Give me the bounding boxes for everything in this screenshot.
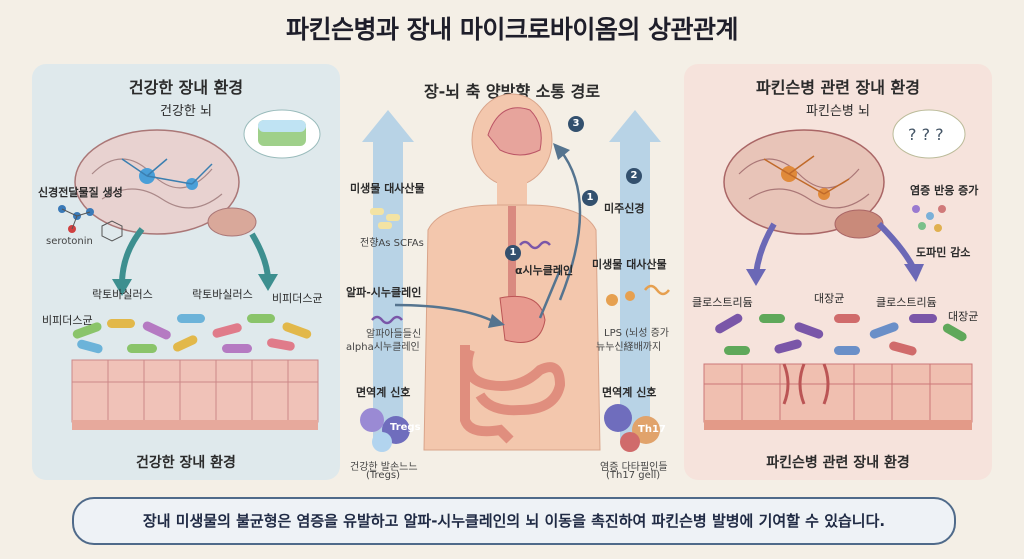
healthy-gut-panel: 건강한 장내 환경 건강한 뇌 (32, 64, 340, 480)
summary-text: 장내 미생물의 불균형은 염증을 유발하고 알파-시누클레인의 뇌 이동을 촉진… (142, 512, 886, 530)
serotonin-label: serotonin (46, 236, 93, 247)
tregs-cell-label: Tregs (390, 422, 421, 433)
stomach-icon (499, 295, 546, 343)
step-1-badge: 1 (505, 245, 521, 261)
confused-cloud-icon (892, 109, 966, 159)
healthy-brain-icon (74, 129, 240, 235)
lps-label-2: 뉴누신経배까지 (596, 342, 662, 353)
alpha-sub-label-2: alpha시누클레인 (346, 342, 420, 353)
bacteria-label-3: 락토바실러스 (192, 288, 253, 301)
bacteria-label-4: 비피더스균 (272, 292, 323, 305)
healthy-panel-illustration (58, 109, 321, 430)
bacteria-label-2: 비피더스균 (42, 314, 93, 327)
pd-bacteria-label-3: 클로스트리듐 (876, 296, 937, 309)
th17-cell-label: Th17 (638, 424, 666, 435)
metabolites-label: 미생물 대사산물 (350, 182, 425, 195)
tregs-sub-1: 건강한 발손느느 (350, 462, 418, 473)
bacteria-label-1: 락토바실러스 (92, 288, 153, 301)
inflammation-label: 염증 반응 증가 (910, 184, 979, 197)
step-3-badge: 3 (568, 116, 584, 132)
parkinsons-panel-title: 파킨슨병 관련 장내 환경 (756, 78, 920, 97)
pd-bacteria-label-2: 대장균 (814, 292, 845, 305)
neurotransmitter-label: 신경전달물질 생성 (38, 186, 123, 199)
dopamine-label: 도파민 감소 (916, 246, 971, 259)
lps-label-1: LPS (뇌성 증가 (604, 328, 670, 339)
metabolites-right-label: 미생물 대사산물 (592, 258, 667, 271)
vagus-nerve-label: 미주신경 (604, 202, 645, 215)
scfa-label: 전향As SCFAs (360, 238, 424, 249)
parkinsons-brain-label: 파킨슨병 뇌 (806, 104, 870, 119)
parkinsons-bottom-label: 파킨슨병 관련 장내 환경 (766, 455, 910, 471)
intestine-icon (462, 348, 566, 416)
parkinsons-gut-panel: 파킨슨병 관련 장내 환경 파킨슨병 뇌 ? ? ? (684, 64, 992, 480)
healthy-panel-title: 건강한 장내 환경 (128, 78, 244, 97)
immune-signal-right-label: 면역계 신호 (602, 386, 657, 399)
alpha-center-label: α시누클레인 (515, 264, 574, 277)
th17-sub-2: (Th17 gell) (606, 470, 661, 481)
summary-banner: 장내 미생물의 불균형은 염증을 유발하고 알파-시누클레인의 뇌 이동을 촉진… (72, 497, 956, 545)
parkinsons-panel-illustration: ? ? ? (703, 109, 973, 430)
svg-text:? ? ?: ? ? ? (908, 125, 944, 144)
alpha-sub-label-1: 알파아들들신 (366, 329, 422, 340)
alpha-synuclein-label: 알파-시누클레인 (346, 286, 422, 299)
pd-bacteria-label-1: 클로스트리듐 (692, 296, 753, 309)
step-1-vagus-badge: 1 (582, 190, 598, 206)
tregs-sub-2: (Tregs) (366, 470, 401, 481)
torso-icon (423, 204, 601, 451)
th17-sub-1: 염증 다타필인들 (600, 462, 668, 473)
step-2-badge: 2 (626, 168, 642, 184)
page-title: 파킨슨병과 장내 마이크로바이옴의 상관관계 (285, 15, 739, 44)
gut-brain-axis-title: 장-뇌 축 양방향 소통 경로 (423, 82, 601, 101)
head-icon (471, 93, 553, 187)
immune-signal-label: 면역계 신호 (356, 386, 411, 399)
healthy-bottom-label: 건강한 장내 환경 (136, 455, 236, 471)
healthy-brain-label: 건강한 뇌 (160, 104, 212, 119)
pd-bacteria-label-4: 대장균 (948, 310, 979, 323)
